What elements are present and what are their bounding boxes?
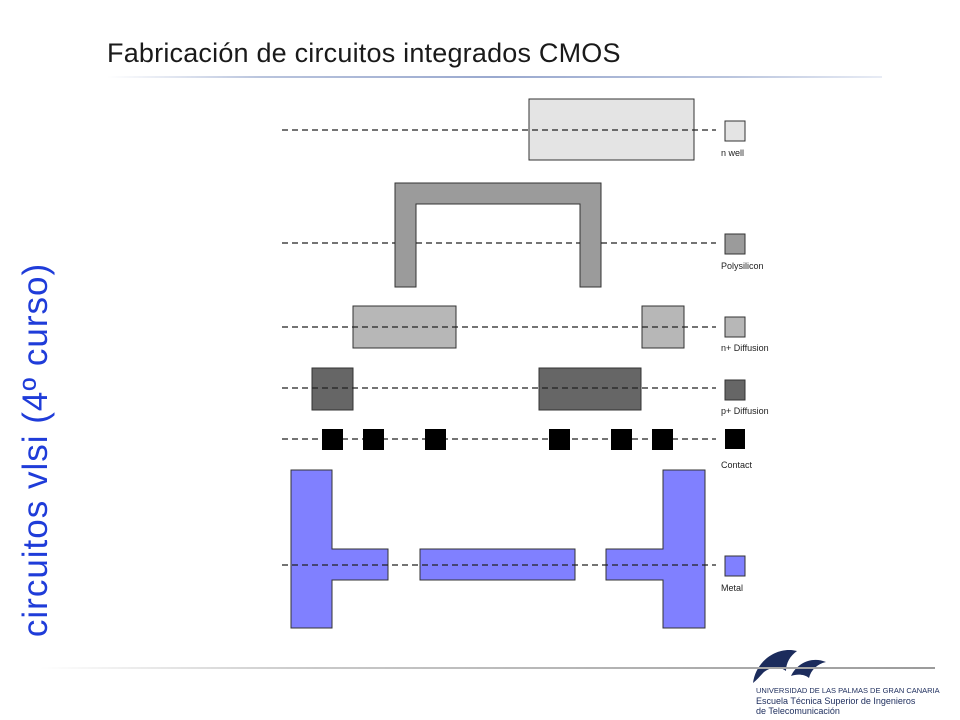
logo-line-2: Escuela Técnica Superior de Ingenieros bbox=[756, 696, 916, 706]
legend-swatch-poly bbox=[724, 233, 746, 255]
logo-emblem bbox=[753, 649, 797, 683]
legend-swatch-pdiff bbox=[724, 379, 746, 401]
logo-line-3: de Telecomunicación bbox=[756, 706, 840, 716]
metal-shape-right bbox=[605, 469, 706, 629]
contact-shape-5 bbox=[611, 429, 632, 450]
logo-line-1: UNIVERSIDAD DE LAS PALMAS DE GRAN CANARI… bbox=[756, 686, 940, 695]
legend-swatch-ndiff bbox=[724, 316, 746, 338]
contact-shape-3 bbox=[425, 429, 446, 450]
legend-label-contact: Contact bbox=[721, 460, 753, 470]
pdiff-shape-right bbox=[538, 367, 642, 411]
polysilicon-shape bbox=[394, 182, 602, 288]
contact-shape-4 bbox=[549, 429, 570, 450]
footer-rule bbox=[40, 667, 935, 669]
legend-swatch-contact bbox=[725, 429, 745, 449]
contact-shape-2 bbox=[363, 429, 384, 450]
university-logo: UNIVERSIDAD DE LAS PALMAS DE GRAN CANARI… bbox=[753, 649, 940, 716]
legend-label-poly: Polysilicon bbox=[721, 261, 764, 271]
legend-label-pdiff: p+ Diffusion bbox=[721, 406, 769, 416]
legend-label-metal: Metal bbox=[721, 583, 743, 593]
legend-label-nwell: n well bbox=[721, 148, 744, 158]
legend-label-ndiff: n+ Diffusion bbox=[721, 343, 769, 353]
legend-swatch-metal bbox=[724, 555, 746, 577]
metal-shape-left bbox=[290, 469, 389, 629]
contact-shape-6 bbox=[652, 429, 673, 450]
legend-swatch-nwell bbox=[724, 120, 746, 142]
contact-shape-1 bbox=[322, 429, 343, 450]
title-underline bbox=[107, 76, 882, 78]
pdiff-shape-left bbox=[311, 367, 354, 411]
slide-title: Fabricación de circuitos integrados CMOS bbox=[107, 38, 621, 68]
